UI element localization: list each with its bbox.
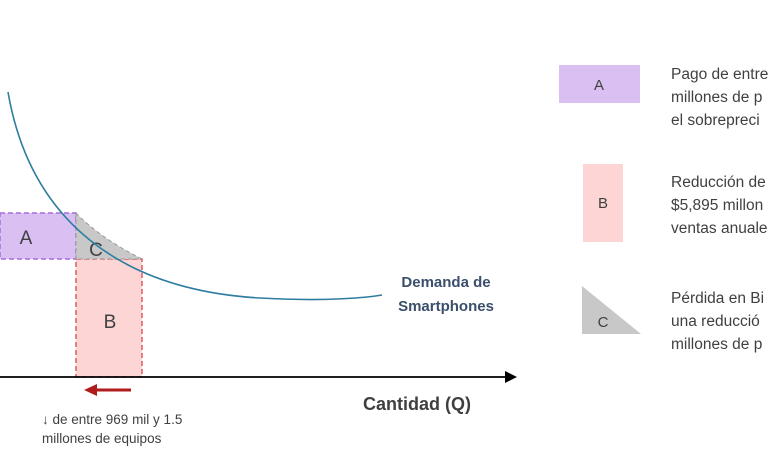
- quantity-arrow-head: [84, 384, 97, 396]
- region-c-label: C: [89, 240, 103, 261]
- legend-c-key: C: [598, 314, 609, 331]
- legend-b-line-2: $5,895 millon: [671, 197, 763, 214]
- region-b-label: B: [104, 312, 117, 333]
- demand-curve: [7, 91, 383, 301]
- region-a-label: A: [20, 228, 33, 249]
- legend-c-line-2: una reducció: [671, 313, 760, 330]
- region-b: [75, 258, 143, 378]
- x-axis-label: Cantidad (Q): [363, 394, 471, 414]
- quantity-note-line-2: millones de equipos: [42, 431, 162, 446]
- x-axis-arrowhead: [505, 371, 517, 383]
- quantity-note-line-1: ↓ de entre 969 mil y 1.5: [42, 412, 182, 427]
- legend: A Pago de entre millones de p el sobrepr…: [559, 65, 768, 353]
- legend-c-line-1: Pérdida en Bi: [671, 290, 764, 307]
- legend-b-key: B: [598, 195, 608, 212]
- curve-label-line-2: Smartphones: [398, 298, 494, 315]
- legend-a-line-1: Pago de entre: [671, 66, 768, 83]
- legend-a-line-2: millones de p: [671, 89, 762, 106]
- legend-c-line-3: millones de p: [671, 336, 762, 353]
- legend-b-line-1: Reducción de: [671, 174, 766, 191]
- curve-label-line-1: Demanda de: [401, 274, 490, 291]
- legend-b-swatch: [583, 164, 623, 242]
- legend-b-line-3: ventas anuale: [671, 220, 768, 237]
- legend-a-line-3: el sobrepreci: [671, 112, 760, 129]
- legend-c-swatch: [582, 286, 641, 334]
- region-a: [0, 212, 77, 260]
- legend-a-key: A: [594, 77, 604, 94]
- region-c: [75, 211, 143, 260]
- legend-a-swatch: [559, 65, 640, 103]
